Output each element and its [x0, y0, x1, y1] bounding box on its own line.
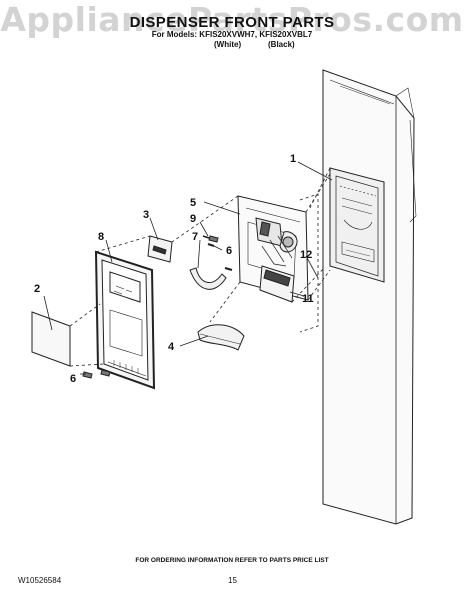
- watermark: AppliancePartsPros.com: [0, 0, 464, 39]
- drip-tray: [197, 324, 245, 351]
- callout-7: 7: [192, 231, 198, 243]
- callout-3: 3: [143, 209, 149, 221]
- callout-8: 8: [98, 231, 104, 243]
- dashed-guides: [69, 167, 331, 367]
- callout-2: 2: [34, 283, 40, 295]
- front-panel: [31, 311, 71, 367]
- door-panel: [322, 69, 417, 525]
- models-line: For Models: KFIS20XVWH7, KFIS20XVBL7: [151, 30, 313, 39]
- ordering-note: FOR ORDERING INFORMATION REFER TO PARTS …: [135, 557, 329, 564]
- white-label: (White): [214, 40, 242, 49]
- ice-paddle: [259, 265, 295, 303]
- callout-6a: 6: [226, 245, 232, 257]
- page-title: DISPENSER FRONT PARTS: [129, 14, 335, 31]
- page-number: 15: [228, 576, 237, 585]
- lever: [189, 267, 227, 290]
- screw-9: [202, 235, 219, 243]
- callout-12: 12: [300, 249, 312, 261]
- small-plate: [147, 235, 173, 263]
- callout-11: 11: [302, 293, 314, 305]
- leader-lines: [43, 161, 333, 375]
- document-number: W10526584: [18, 576, 62, 585]
- callout-1: 1: [290, 153, 296, 165]
- dispenser-housing: [237, 195, 309, 301]
- callout-9: 9: [190, 213, 196, 225]
- dispenser-frame: [94, 250, 156, 390]
- callout-4: 4: [168, 341, 175, 353]
- screw-6b: [82, 369, 111, 379]
- callout-5: 5: [190, 197, 196, 209]
- black-label: (Black): [268, 40, 295, 49]
- callout-6b: 6: [70, 373, 76, 385]
- screw-6a: [207, 243, 233, 271]
